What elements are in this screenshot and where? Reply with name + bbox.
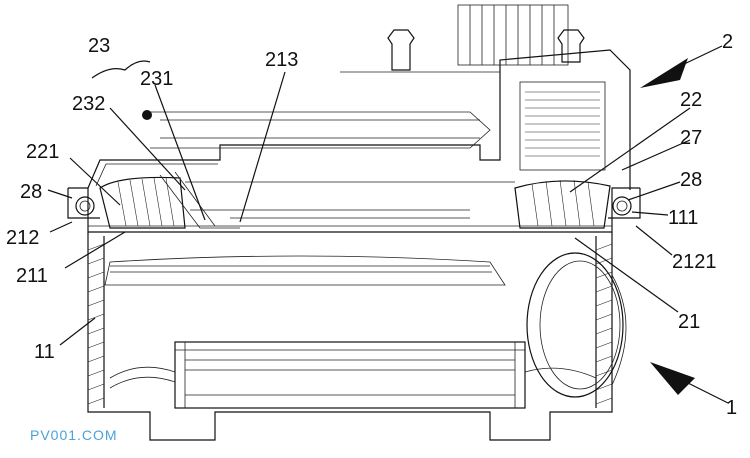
label-232: 232 <box>72 93 105 115</box>
leader-lines <box>47 60 691 346</box>
label-111: 111 <box>668 207 698 229</box>
label-2121: 2121 <box>672 251 717 273</box>
watermark: PV001.COM <box>30 427 118 443</box>
label-2: 2 <box>722 31 733 53</box>
label-23: 23 <box>88 35 110 57</box>
part-labels: 23 231 232 213 2 22 27 28 221 28 212 211… <box>6 31 737 419</box>
arrow-base <box>650 362 695 395</box>
label-211: 211 <box>16 265 48 287</box>
label-1: 1 <box>726 397 737 419</box>
label-27: 27 <box>680 127 702 149</box>
base-housing <box>87 232 627 441</box>
label-11: 11 <box>34 341 55 363</box>
upper-cover <box>87 4 631 229</box>
label-231: 231 <box>140 68 173 90</box>
label-22: 22 <box>680 89 702 111</box>
label-213: 213 <box>265 49 298 71</box>
cover-flange <box>67 187 641 233</box>
label-212: 212 <box>6 227 39 249</box>
label-21: 21 <box>678 311 700 333</box>
label-28-left: 28 <box>20 181 42 203</box>
label-221: 221 <box>26 141 59 163</box>
arrow-cover <box>640 58 688 88</box>
label-28-right: 28 <box>680 169 702 191</box>
